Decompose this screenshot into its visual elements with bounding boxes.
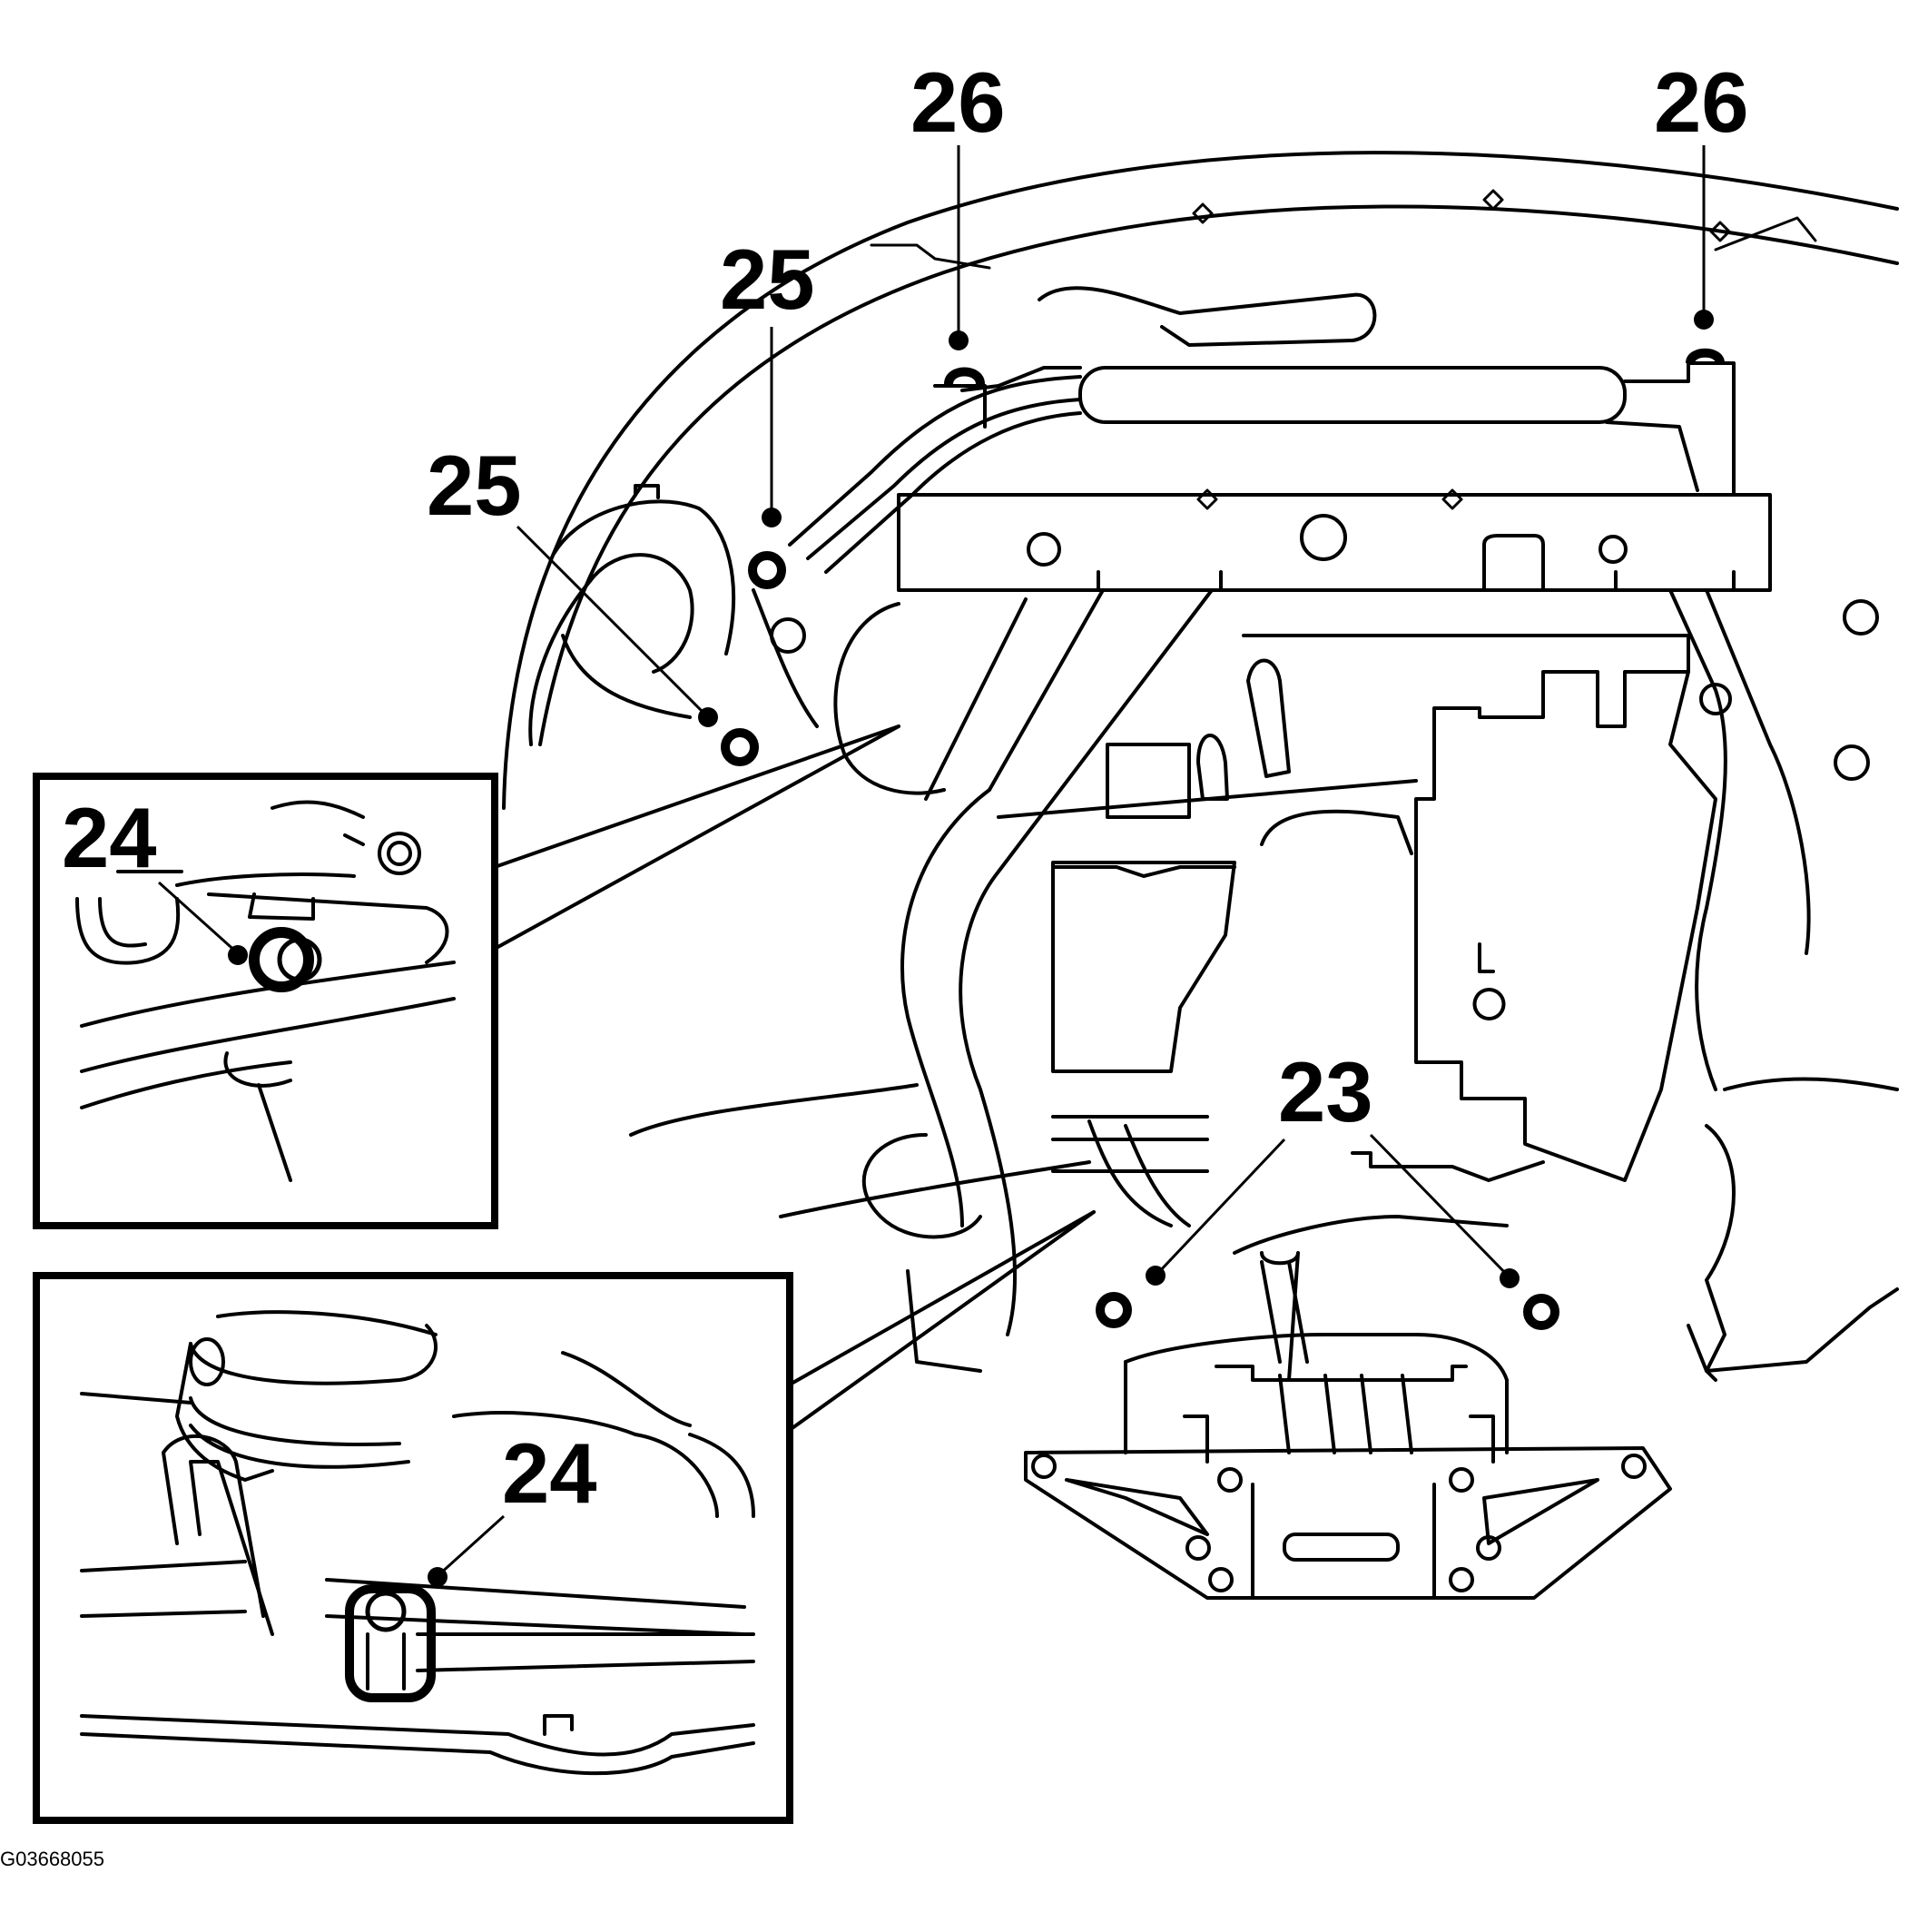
- subframe-arms: [900, 588, 1879, 1336]
- figure-code: G03668055: [0, 1848, 104, 1870]
- nut-25-lower: [721, 728, 759, 766]
- engine-block: [997, 634, 1717, 1182]
- bushing-24-upper: [249, 927, 322, 992]
- callout-label-26-left: 26: [910, 54, 1006, 150]
- inset-pointer-lines: [493, 724, 1096, 1432]
- nut-23-right: [1523, 1294, 1559, 1330]
- callout-label-24-upper: 24: [62, 790, 157, 885]
- callout-label-26-right: 26: [1654, 54, 1749, 150]
- radiator-support-bar: [788, 286, 1736, 574]
- callout-label-23: 23: [1278, 1044, 1373, 1139]
- subframe-rear-bracket: [1024, 1251, 1672, 1600]
- callout-label-25-upper: 25: [720, 232, 815, 327]
- inset-detail-lower: [33, 1272, 793, 1824]
- bolt-26-left: [944, 367, 985, 386]
- fasteners: [249, 348, 1725, 1702]
- callout-label-25-lower: 25: [427, 438, 522, 533]
- inset-detail-upper: [33, 773, 498, 1229]
- front-cross-member: [897, 488, 1772, 592]
- bolt-26-right: [1686, 348, 1725, 365]
- lower-frame: [629, 1077, 1899, 1382]
- nut-25-upper: [748, 551, 786, 589]
- nut-23-left: [1096, 1292, 1132, 1328]
- callout-leaders: [157, 145, 1714, 1587]
- callout-labels: 26 26 25 25 24 24 23: [62, 54, 1749, 1521]
- clamp-24-lower: [345, 1584, 436, 1702]
- left-strut-assembly: [528, 484, 1028, 801]
- callout-label-24-lower: 24: [502, 1425, 597, 1521]
